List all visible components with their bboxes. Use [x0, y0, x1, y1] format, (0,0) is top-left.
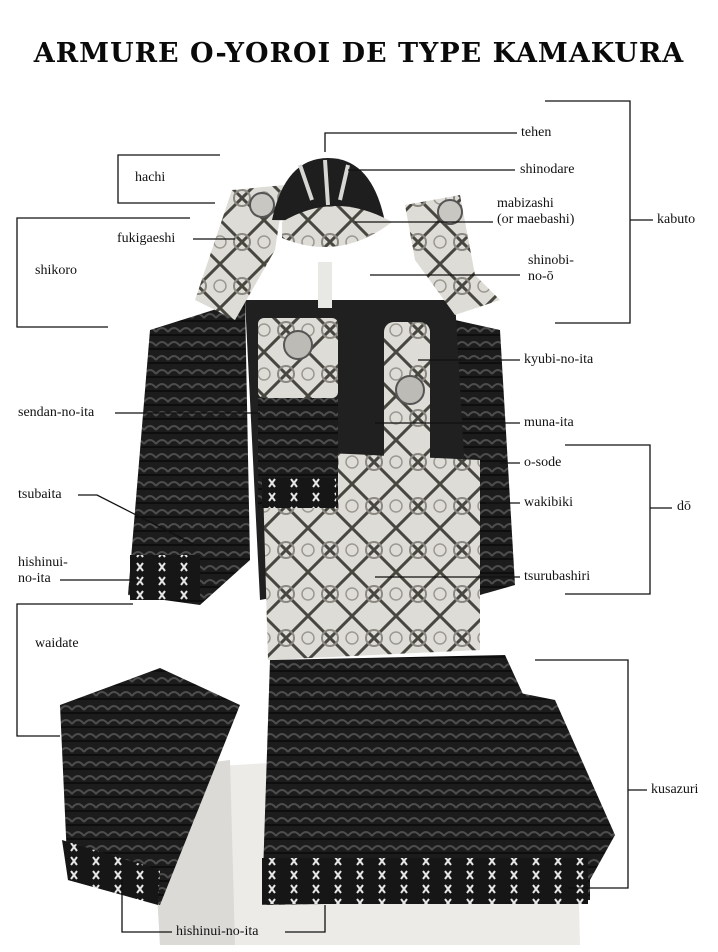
leader-hishinui-bottom — [121, 880, 172, 933]
leader-hishinui-bottom-right — [285, 905, 326, 933]
label-tehen: tehen — [521, 125, 552, 140]
label-shinobi: shinobi- — [528, 253, 574, 268]
label-hishinui-2: no-ita — [18, 571, 51, 586]
armor-figure — [60, 158, 615, 905]
bracket-do — [565, 444, 672, 595]
label-shinobi-2: no-ō — [528, 269, 554, 284]
label-tsurubashiri: tsurubashiri — [524, 569, 591, 584]
bracket-shikoro — [16, 217, 190, 328]
leader-tsubaita — [78, 494, 196, 546]
label-kusazuri: kusazuri — [651, 782, 699, 797]
diagram-title: ARMURE O-YOROI DE TYPE KAMAKURA — [33, 38, 685, 69]
label-fukigaeshi: fukigaeshi — [117, 231, 176, 246]
label-tsubaita: tsubaita — [18, 487, 62, 502]
bracket-hachi — [117, 154, 220, 204]
leader-tehen — [324, 132, 517, 152]
bracket-kabuto — [545, 100, 653, 324]
bracket-kusazuri — [535, 659, 647, 889]
label-o-sode: o-sode — [524, 455, 562, 470]
label-hishinui-no-ita-bottom: hishinui-no-ita — [176, 924, 259, 939]
label-hishinui: hishinui- — [18, 555, 68, 570]
label-hachi: hachi — [135, 170, 166, 185]
label-shinodare: shinodare — [520, 162, 575, 177]
label-wakibiki: wakibiki — [524, 495, 573, 510]
label-mabizashi-alt: (or maebashi) — [497, 212, 575, 227]
label-mabizashi: mabizashi — [497, 196, 554, 211]
label-shikoro: shikoro — [35, 263, 77, 278]
label-sendan-no-ita: sendan-no-ita — [18, 405, 95, 420]
label-waidate: waidate — [35, 636, 79, 651]
label-kabuto: kabuto — [657, 212, 696, 227]
leader-lines — [16, 100, 672, 933]
bracket-waidate — [16, 603, 133, 737]
label-kyubi-no-ita: kyubi-no-ita — [524, 352, 594, 367]
label-muna-ita: muna-ita — [524, 415, 574, 430]
label-do: dō — [677, 499, 691, 514]
